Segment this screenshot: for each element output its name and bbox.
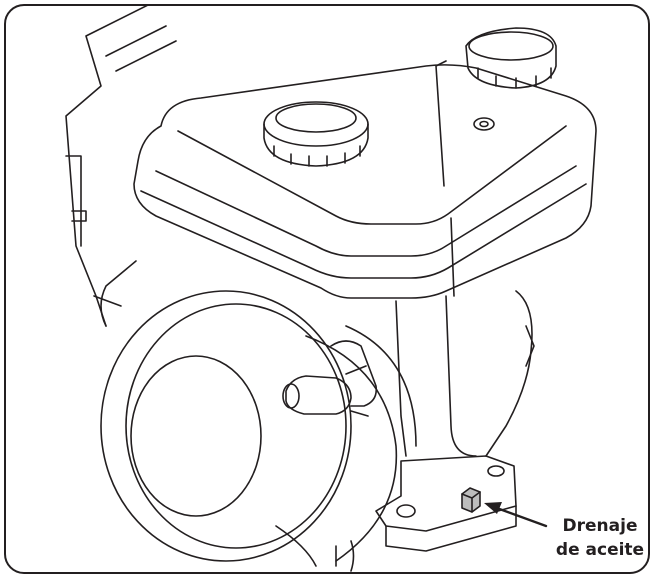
callout-arrow [484, 502, 548, 528]
oil-drain-plug-icon [461, 487, 481, 513]
crankcase [100, 260, 535, 457]
side-knob [282, 340, 378, 417]
fuel-cap-rear [465, 27, 557, 89]
figure-frame: Drenaje de aceite [4, 4, 650, 574]
oil-drain-label-line2: de aceite [555, 540, 645, 560]
tank-bolt [473, 117, 495, 131]
mounting-base [335, 455, 517, 572]
fuel-tank [133, 60, 597, 299]
engine-rear-housing [65, 6, 177, 327]
fuel-cap-front [263, 101, 369, 167]
engine-line-drawing [65, 6, 597, 572]
recoil-starter [100, 290, 417, 567]
oil-drain-label: Drenaje de aceite [541, 514, 648, 562]
oil-drain-label-line1: Drenaje [562, 516, 638, 536]
